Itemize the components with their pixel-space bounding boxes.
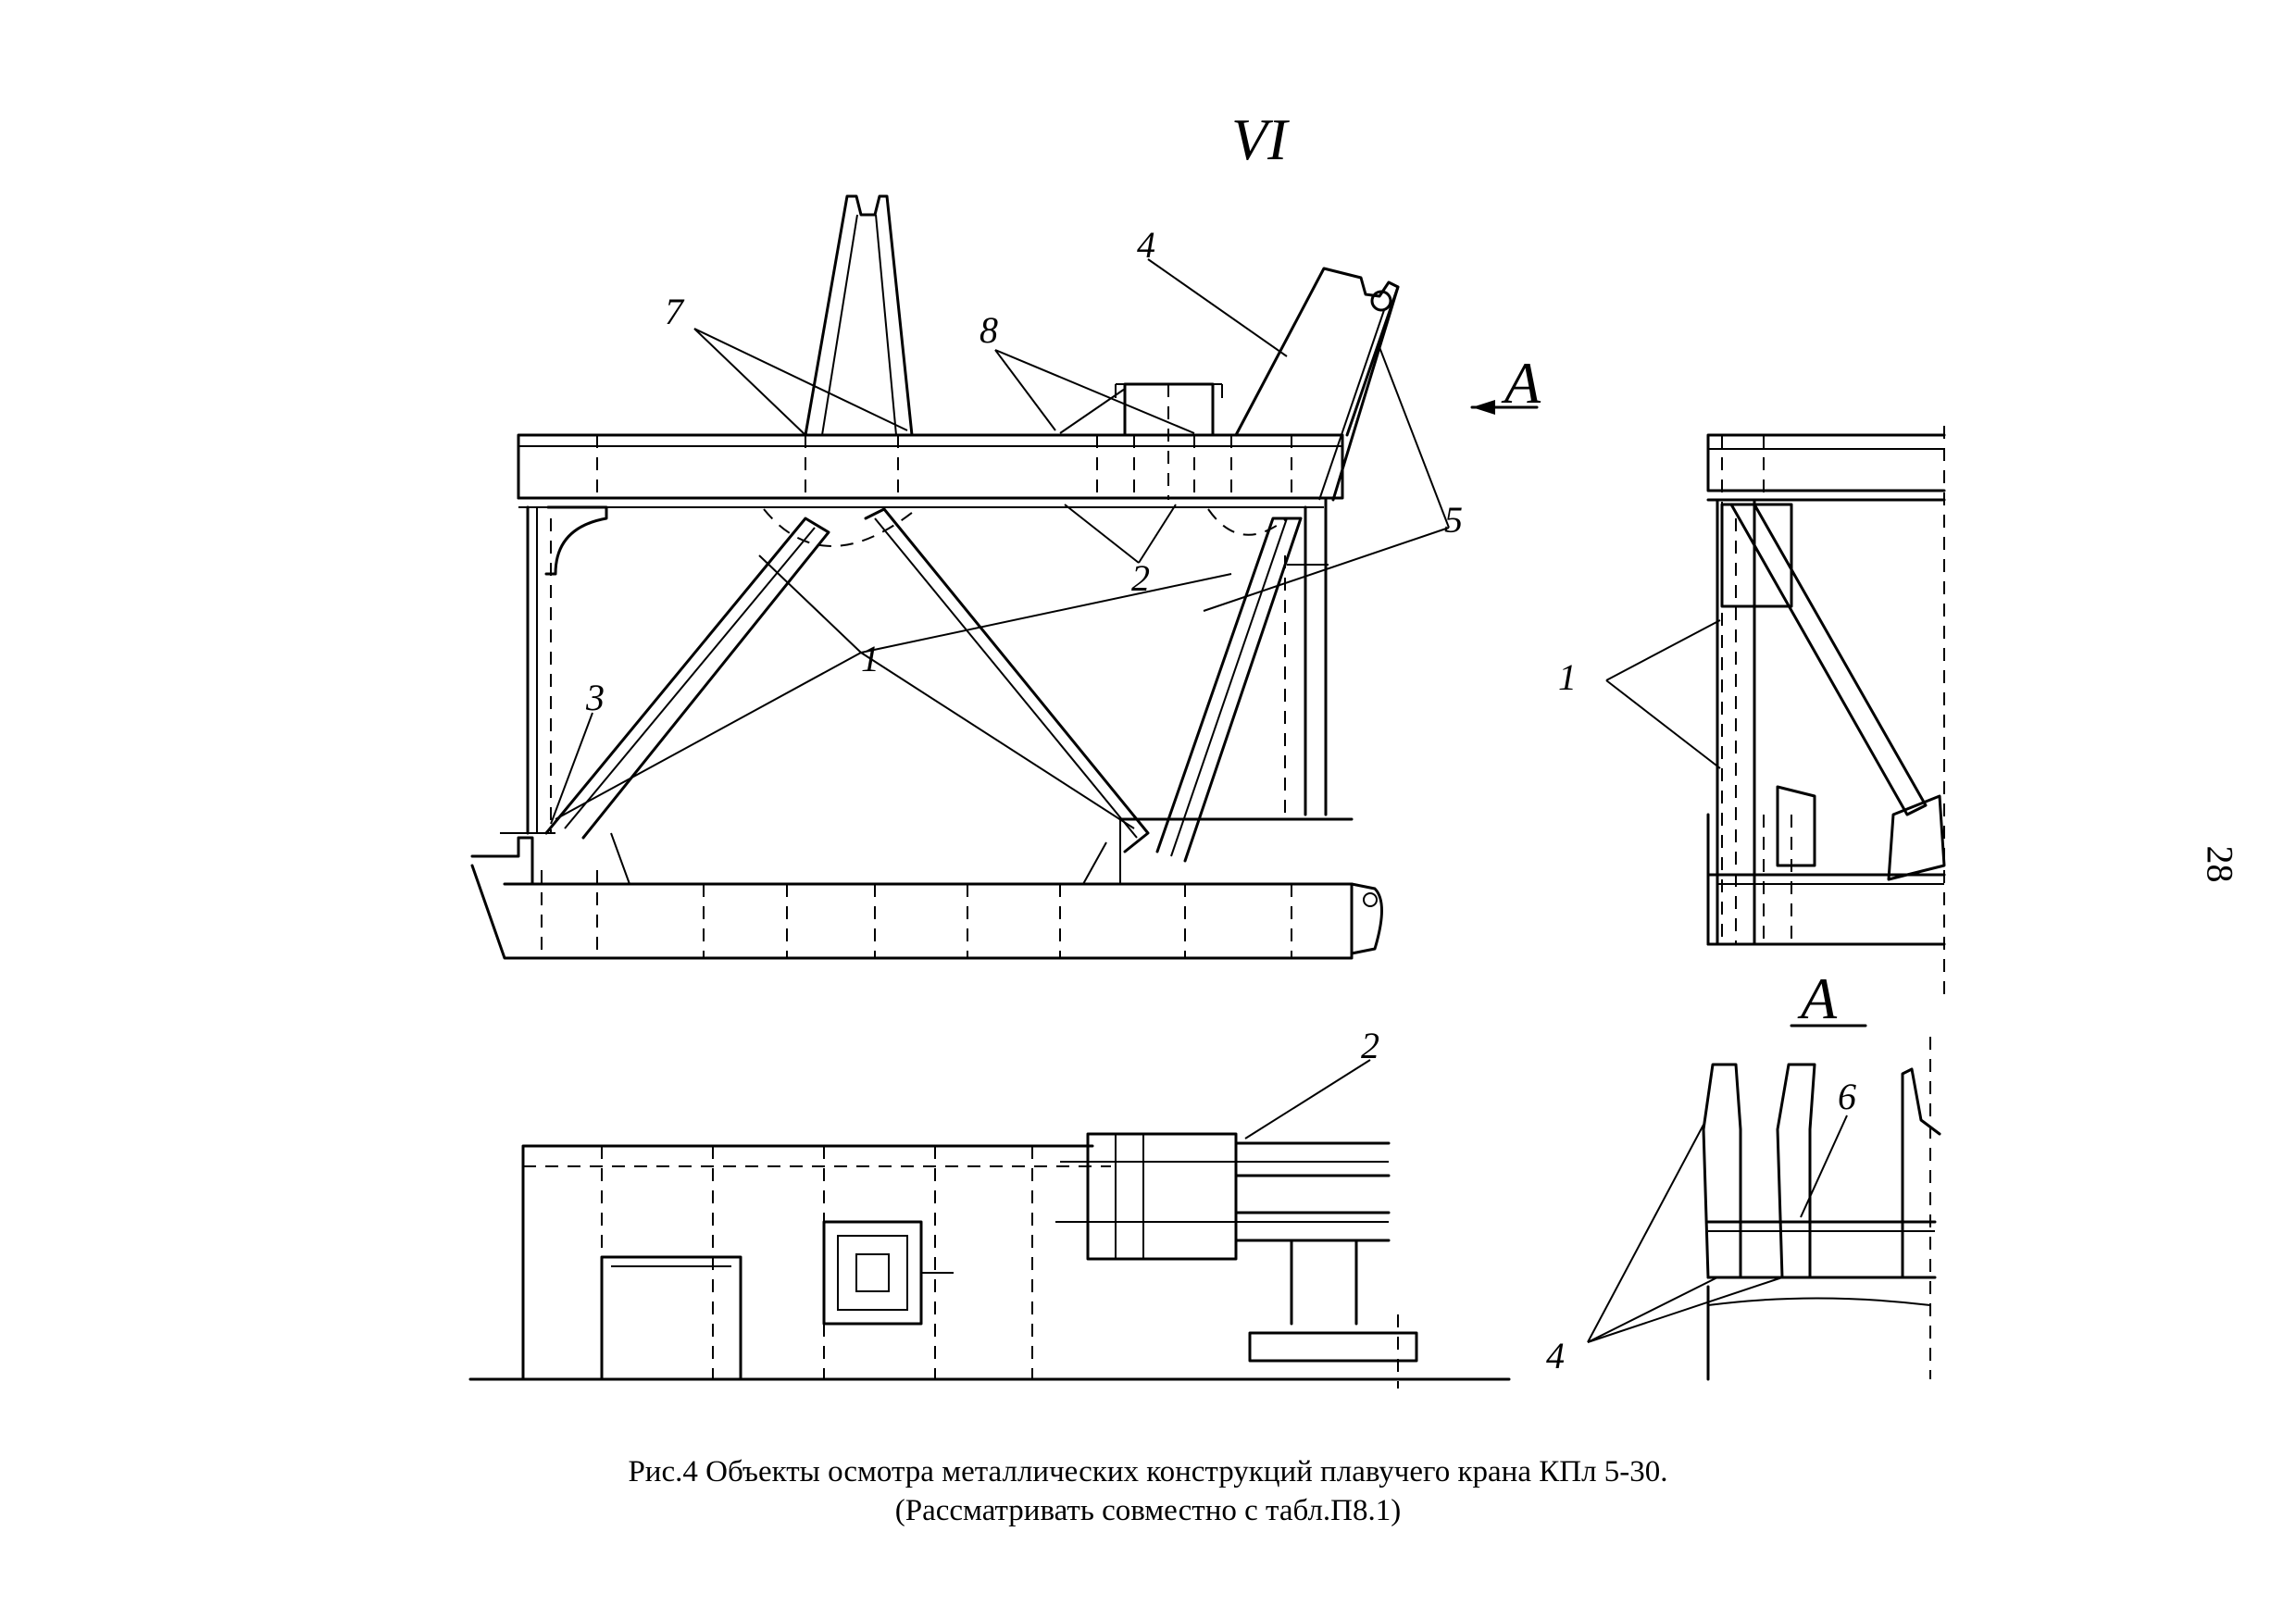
section-arrow-label: A — [1501, 350, 1541, 416]
callout-7: 7 — [665, 291, 685, 332]
callout-1-main: 1 — [861, 638, 880, 679]
callout-3: 3 — [585, 677, 605, 718]
callout-2-plan: 2 — [1361, 1025, 1379, 1066]
callout-5: 5 — [1444, 499, 1463, 541]
callout-1-side: 1 — [1558, 656, 1577, 698]
leader-lines — [550, 258, 1848, 1343]
callout-2-top: 2 — [1131, 557, 1150, 599]
view-title: VI — [1231, 106, 1290, 172]
main-elevation: A — [470, 194, 1541, 960]
section-a-view: A — [1702, 965, 1941, 1381]
page-number: 28 — [2199, 845, 2241, 883]
callout-8: 8 — [980, 309, 998, 351]
section-view-label: A — [1797, 965, 1838, 1031]
side-view — [1706, 426, 1946, 1000]
caption-line-2: (Рассматривать совместно с табл.П8.1) — [894, 1494, 1402, 1527]
callout-4-section: 4 — [1546, 1335, 1565, 1376]
callout-numbers: 7 8 4 5 2 1 3 1 2 6 4 — [585, 224, 1856, 1376]
callout-6: 6 — [1838, 1076, 1856, 1117]
caption-line-1: Рис.4 Объекты осмотра металлических конс… — [628, 1455, 1668, 1488]
callout-4-boom: 4 — [1137, 224, 1155, 266]
plan-view — [468, 1132, 1511, 1389]
